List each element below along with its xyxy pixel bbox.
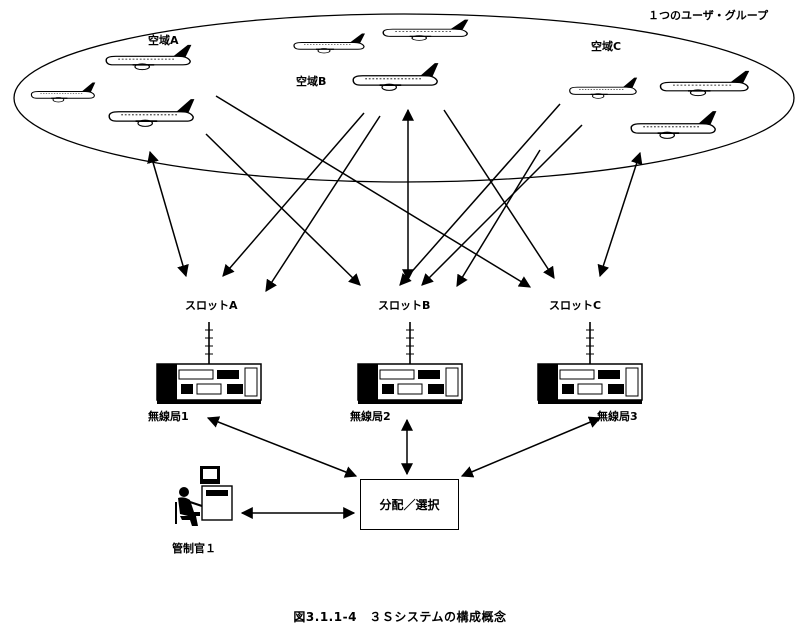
arrow <box>205 133 361 286</box>
airplane-icon <box>352 62 440 92</box>
airplane-icon <box>382 18 470 42</box>
station-3-label: 無線局3 <box>597 410 638 423</box>
user-group-label: １つのユーザ・グループ <box>648 9 769 22</box>
figure-caption: 図3.1.1-4 ３Ｓシステムの構成概念 <box>293 610 507 624</box>
slot-b-label: スロットB <box>378 299 431 312</box>
arrow <box>147 150 189 278</box>
slot-c-label: スロットC <box>549 299 602 312</box>
arrow <box>460 416 602 478</box>
arrow <box>222 112 365 277</box>
airplane-icon <box>30 81 97 103</box>
dispatch-select-box: 分配／選択 <box>360 479 459 530</box>
airplane-icon <box>108 98 196 128</box>
airspace-a-label: 空域A <box>148 34 179 47</box>
arrow <box>456 149 541 288</box>
airplane-icon <box>568 76 638 100</box>
controller-label: 管制官１ <box>172 542 216 555</box>
radio-station-icon <box>357 321 463 405</box>
arrow <box>399 103 561 286</box>
station-1-label: 無線局1 <box>148 410 189 423</box>
arrow <box>265 115 381 293</box>
airspace-b-label: 空域B <box>296 75 327 88</box>
radio-station-icon <box>537 321 643 405</box>
airspace-c-label: 空域C <box>591 40 622 53</box>
arrow <box>443 109 555 280</box>
station-2-label: 無線局2 <box>350 410 391 423</box>
arrow <box>215 95 532 288</box>
airplane-icon <box>630 110 718 140</box>
slot-a-label: スロットA <box>185 299 238 312</box>
airplane-icon <box>293 32 366 54</box>
airplane-icon <box>105 43 193 71</box>
airplane-icon <box>659 69 751 97</box>
user-group-ellipse <box>13 13 795 183</box>
arrow <box>421 124 583 286</box>
controller-workstation-icon <box>175 466 233 526</box>
radio-station-icon <box>156 321 262 405</box>
arrow <box>597 151 643 278</box>
arrow <box>206 416 358 478</box>
